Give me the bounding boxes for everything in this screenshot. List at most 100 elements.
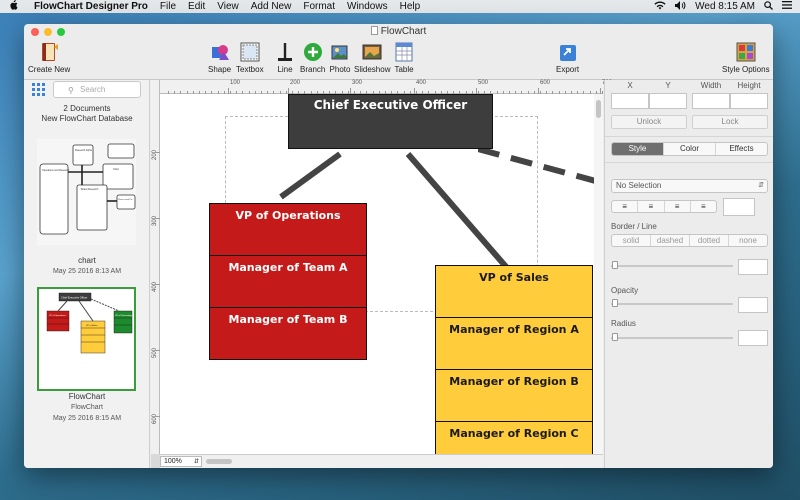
font-size-field[interactable] [723, 198, 755, 216]
volume-icon[interactable] [675, 0, 686, 13]
menu-edit[interactable]: Edit [188, 1, 206, 12]
app-window: FlowChart Create New Shape Textbox Line [24, 24, 773, 468]
document-thumbnail-flowchart[interactable]: Chief Executive Officer VP of Operations… [37, 287, 136, 391]
ruler-tick [600, 88, 601, 94]
align-left-icon[interactable]: ≡ [612, 201, 639, 212]
menu-app-name[interactable]: FlowChart Designer Pro [34, 1, 148, 12]
ruler-tick [156, 284, 160, 285]
create-new-button[interactable]: Create New [28, 41, 70, 74]
document-name-flowchart[interactable]: FlowChart [68, 392, 106, 401]
node-vp-sales[interactable]: VP of Sales [435, 265, 593, 318]
ruler-tick [409, 91, 411, 94]
export-button[interactable]: Export [556, 41, 579, 74]
canvas-page[interactable]: Chief Executive Officer VP of Operations… [160, 94, 603, 454]
unlock-button[interactable]: Unlock [611, 115, 687, 129]
zoom-window-button[interactable] [57, 28, 65, 36]
ruler-label: 600 [152, 413, 158, 424]
vertical-scrollbar[interactable] [594, 94, 603, 454]
ruler-tick [298, 91, 300, 94]
menu-windows[interactable]: Windows [347, 1, 388, 12]
border-line-label: Border / Line [611, 222, 657, 231]
node-manager-team-b[interactable]: Manager of Team B [209, 307, 367, 360]
node-manager-team-a[interactable]: Manager of Team A [209, 255, 367, 308]
border-width-slider[interactable] [611, 265, 733, 267]
document-thumbnail-chart[interactable]: Operations and Research Research Alpha C… [37, 139, 136, 245]
node-manager-region-b[interactable]: Manager of Region B [435, 369, 593, 422]
ruler-tick [476, 88, 477, 94]
thumbnail-label: VP of Operations [49, 314, 67, 317]
style-options-button[interactable]: Style Options [722, 41, 770, 74]
vertical-scroll-thumb[interactable] [596, 100, 601, 118]
y-field[interactable] [649, 93, 687, 109]
menu-help[interactable]: Help [399, 1, 421, 12]
line-button[interactable]: Line [274, 41, 296, 74]
ruler-tick [414, 88, 415, 94]
selection-dropdown[interactable]: No Selection⇵ [611, 179, 768, 193]
node-manager-region-c[interactable]: Manager of Region C [435, 421, 593, 454]
tab-style[interactable]: Style [612, 143, 664, 155]
x-field[interactable] [611, 93, 649, 109]
opacity-slider-knob[interactable] [612, 299, 618, 307]
wifi-icon[interactable] [654, 0, 666, 13]
align-right-icon[interactable]: ≡ [665, 201, 691, 212]
radius-slider[interactable] [611, 337, 733, 339]
line-style-none[interactable]: none [739, 236, 757, 245]
border-width-slider-knob[interactable] [612, 261, 618, 269]
tab-color[interactable]: Color [664, 143, 716, 155]
grid-view-icon[interactable] [32, 83, 46, 97]
horizontal-scroll-thumb[interactable] [206, 459, 232, 464]
tab-effects[interactable]: Effects [729, 144, 754, 153]
title-bar: FlowChart [24, 24, 773, 40]
node-ceo[interactable]: Chief Executive Officer [288, 94, 493, 149]
document-name-chart[interactable]: chart [78, 256, 96, 265]
close-window-button[interactable] [31, 28, 39, 36]
zoom-select[interactable]: 100%⇵ [160, 456, 202, 467]
line-style-dashed[interactable]: dashed [651, 235, 690, 246]
ruler-label: 100 [230, 80, 241, 86]
align-justify-icon[interactable]: ≡ [701, 202, 706, 211]
opacity-field[interactable] [738, 297, 768, 313]
align-center-icon[interactable]: ≡ [638, 201, 665, 212]
apple-icon[interactable] [9, 0, 23, 13]
spotlight-icon[interactable] [764, 0, 773, 13]
menu-add-new[interactable]: Add New [250, 1, 292, 12]
lock-button[interactable]: Lock [692, 115, 768, 129]
textbox-button[interactable]: Textbox [236, 41, 264, 74]
ruler-tick [180, 91, 182, 94]
notification-center-icon[interactable] [782, 1, 792, 12]
textbox-label: Textbox [236, 65, 264, 74]
ruler-tick [434, 91, 436, 94]
node-manager-region-a[interactable]: Manager of Region A [435, 317, 593, 370]
border-width-field[interactable] [738, 259, 768, 275]
width-field[interactable] [692, 93, 730, 109]
ruler-tick [316, 91, 318, 94]
ruler-tick [366, 91, 368, 94]
menu-file[interactable]: File [159, 1, 177, 12]
node-vp-operations[interactable]: VP of Operations [209, 203, 367, 256]
shape-label: Shape [208, 65, 232, 74]
shape-button[interactable]: Shape [208, 41, 231, 74]
branch-button[interactable]: Branch [300, 41, 325, 74]
table-button[interactable]: Table [393, 41, 415, 74]
search-input[interactable]: ⚲ Search [53, 81, 141, 98]
shape-icon [209, 41, 231, 63]
height-label: Height [737, 81, 761, 90]
minimize-window-button[interactable] [44, 28, 52, 36]
radius-slider-knob[interactable] [612, 333, 618, 341]
width-label: Width [700, 81, 722, 90]
ruler-tick [447, 91, 448, 94]
menu-view[interactable]: View [217, 1, 239, 12]
opacity-slider[interactable] [611, 303, 733, 305]
clock-text[interactable]: Wed 8:15 AM [695, 1, 755, 12]
height-field[interactable] [730, 93, 768, 109]
photo-button[interactable]: Photo [329, 41, 351, 74]
ruler-tick [391, 91, 393, 94]
line-style-dotted[interactable]: dotted [690, 235, 729, 246]
menu-format[interactable]: Format [303, 1, 336, 12]
slideshow-button[interactable]: Slideshow [354, 41, 390, 74]
line-style-solid[interactable]: solid [612, 235, 651, 246]
radius-field[interactable] [738, 330, 768, 346]
ruler-tick [192, 91, 194, 94]
dashed-connector-line[interactable] [478, 149, 603, 189]
